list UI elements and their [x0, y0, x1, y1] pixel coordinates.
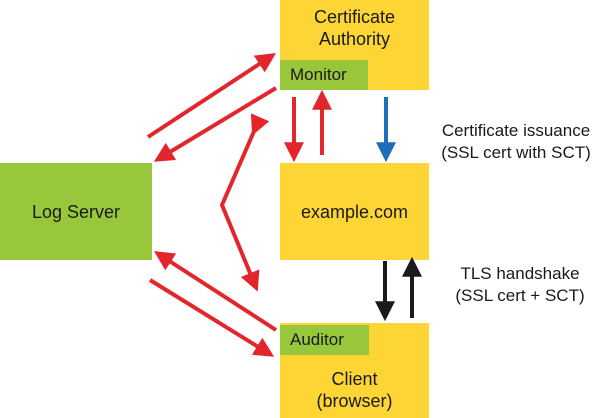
monitor-tag: Monitor: [280, 60, 368, 90]
tls-caption-line1: TLS handshake: [460, 264, 580, 283]
auditor-to-log-arrow: [153, 251, 278, 332]
client-label: Client (browser): [316, 368, 392, 412]
example-com-label: example.com: [300, 201, 409, 222]
log-to-monitor-arrow: [146, 53, 277, 139]
auditor-label: Auditor: [290, 330, 344, 349]
monitor-label: Monitor: [290, 65, 347, 84]
issuance-caption-line2: (SSL cert with SCT): [441, 143, 591, 162]
tls-handshake-caption: TLS handshake (SSL cert + SCT): [440, 263, 600, 307]
example-com-box: example.com: [280, 163, 429, 260]
ca-label-line2: Authority: [318, 29, 391, 49]
tls-caption-line2: (SSL cert + SCT): [455, 286, 585, 305]
certificate-authority-label: Certificate Authority: [314, 6, 395, 50]
monitor-to-log-arrow: [153, 86, 278, 162]
log-server-label: Log Server: [31, 201, 121, 222]
certificate-issuance-caption: Certificate issuance (SSL cert with SCT): [432, 120, 600, 164]
client-label-line2: (browser): [316, 391, 393, 411]
auditor-tag: Auditor: [280, 325, 369, 355]
log-to-auditor-arrow: [148, 278, 275, 357]
client-label-line1: Client: [331, 369, 378, 389]
log-server-box: Log Server: [0, 163, 152, 260]
issuance-caption-line1: Certificate issuance: [441, 121, 591, 140]
ca-label-line1: Certificate: [313, 7, 396, 27]
monitor-auditor-arrow: [219, 113, 270, 292]
